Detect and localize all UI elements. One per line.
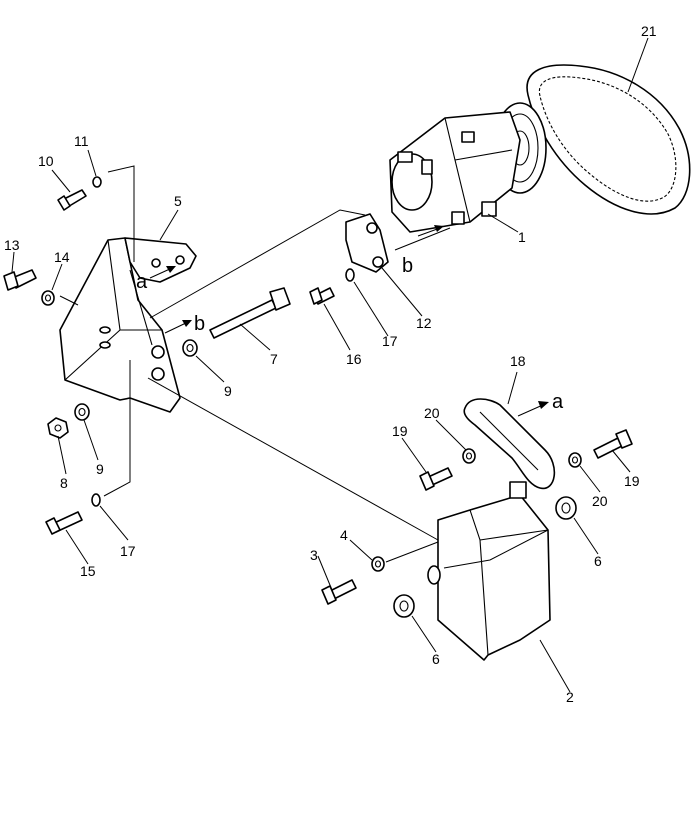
washer-part-17-bottom (91, 493, 101, 507)
callout-21: 21 (641, 23, 657, 39)
callout-19-left: 19 (392, 423, 408, 439)
callout-15: 15 (80, 563, 96, 579)
arrow-label-a-strap: a (552, 391, 564, 413)
bushing-part-6-left (393, 594, 415, 618)
callout-1: 1 (518, 229, 526, 245)
callout-leaders (11, 37, 649, 693)
callout-9-right: 9 (224, 383, 232, 399)
callout-7: 7 (270, 351, 278, 367)
arrow-b-bracket (164, 320, 192, 334)
nut-part-8 (47, 417, 69, 439)
arrow-label-b-compressor: b (402, 255, 413, 277)
callout-3: 3 (310, 547, 318, 563)
washer-part-4 (371, 556, 385, 572)
compressor-part-1 (389, 102, 547, 233)
assembly-lines (59, 165, 549, 569)
long-bolt-part-7 (209, 287, 291, 339)
washer-part-20-left (462, 448, 476, 464)
callout-11: 11 (74, 133, 89, 149)
callout-17-top: 17 (382, 333, 398, 349)
callout-13: 13 (4, 237, 20, 253)
arrow-label-b-bracket: b (194, 313, 205, 335)
bolt-part-16 (309, 287, 335, 305)
callout-17-bottom: 17 (120, 543, 136, 559)
callout-14: 14 (54, 249, 70, 265)
bolt-part-3 (321, 579, 357, 605)
bolt-part-10 (57, 189, 87, 211)
callout-12: 12 (416, 315, 432, 331)
callout-4: 4 (340, 527, 348, 543)
bolt-part-15 (45, 511, 83, 535)
callout-8: 8 (60, 475, 68, 491)
callout-20-left: 20 (424, 405, 440, 421)
callout-6-right: 6 (594, 553, 602, 569)
callout-5: 5 (174, 193, 182, 209)
callout-20-right: 20 (592, 493, 608, 509)
callout-9-left: 9 (96, 461, 104, 477)
callout-18: 18 (510, 353, 526, 369)
callout-2: 2 (566, 689, 574, 705)
bracket-plate-part-5 (124, 237, 197, 346)
washer-part-11 (92, 176, 102, 188)
main-bracket (59, 237, 181, 413)
washer-part-9-left (74, 403, 90, 421)
bolt-part-13 (3, 269, 37, 291)
belt-part-21 (526, 64, 691, 215)
washer-part-17-top (345, 268, 355, 282)
bracket-part-12 (345, 213, 389, 273)
callout-6-left: 6 (432, 651, 440, 667)
washer-part-14 (41, 290, 55, 306)
tensioner-box-part-2 (427, 481, 551, 661)
arrow-b-compressor (417, 225, 444, 237)
bolt-part-19-left (419, 467, 453, 491)
strap-part-18 (463, 398, 556, 490)
arrow-a-bracket (149, 266, 176, 279)
washer-part-9-right (182, 339, 198, 357)
callout-19-right: 19 (624, 473, 640, 489)
callout-16: 16 (346, 351, 362, 367)
arrow-label-a-bracket: a (136, 271, 148, 293)
arrow-a-strap (517, 401, 549, 417)
washer-part-20-right (568, 452, 582, 468)
callout-10: 10 (38, 153, 54, 169)
bushing-part-6-right (555, 496, 577, 520)
bolt-part-19-right (593, 429, 633, 459)
